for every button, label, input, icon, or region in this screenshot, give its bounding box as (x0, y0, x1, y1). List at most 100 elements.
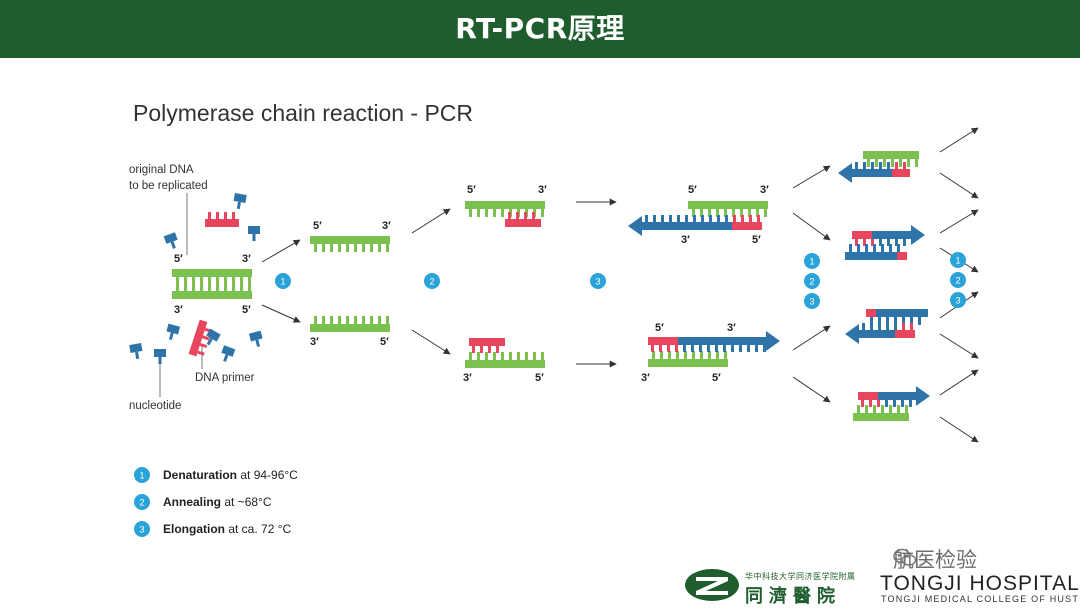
original-dna-bottom-strand-base (216, 283, 219, 291)
product3-copy-strand-backbone (866, 309, 928, 317)
legend-badge-3-circle (134, 521, 150, 537)
output-badge-3-circle (950, 292, 966, 308)
end-label-5-s1-top: 5′ (313, 220, 322, 232)
end-label-3-s3-bottom: 3′ (641, 372, 650, 384)
stage3-bottom-new-strand-base (731, 345, 734, 352)
stage3-bottom-template-base (676, 351, 679, 359)
stage3-bottom-new-strand-base (755, 345, 758, 352)
stage-badge-3-circle (590, 273, 606, 289)
product1-template-base (875, 159, 878, 167)
product4-template-base (857, 405, 860, 413)
nucleotide-1 (163, 232, 178, 249)
stage3-bottom-new-strand-base (651, 345, 654, 352)
product4-new-strand-base (885, 400, 888, 407)
free-primer-2-base (202, 335, 210, 341)
legend-item-1: Denaturation at 94-96°C (163, 468, 298, 482)
repeat-badge-1: 1 (804, 253, 820, 269)
product3-new-strand-base (910, 323, 913, 330)
stage1-top-strand-base (354, 244, 357, 252)
slide-title: RT-PCR原理 (455, 12, 625, 45)
stage2-top-primer-backbone (505, 219, 541, 227)
hospital-affiliation: 华中科技大学同济医学院附属 (745, 572, 856, 581)
product3-new-strand-arrowhead (845, 324, 859, 344)
product2-copy-strand-base (873, 244, 876, 252)
stage3-bottom-new-strand-base (715, 345, 718, 352)
product3-new-strand-base (894, 323, 897, 330)
stage3-top-template-base (724, 209, 727, 217)
product1-template-base (891, 159, 894, 167)
arrow-to-product-1 (792, 165, 831, 189)
stage3-bottom-new-strand-base (675, 345, 678, 352)
stage3-top-new-strand-base (701, 215, 704, 222)
original-dna-bottom-strand-base (248, 283, 251, 291)
stage3-top-new-strand-backbone (642, 222, 762, 230)
end-label-3-orig-top: 3′ (242, 253, 251, 265)
product1-new-strand-base (903, 162, 906, 169)
product4-template-base (873, 405, 876, 413)
stage2-bottom-template-base (485, 352, 488, 360)
stage1-top-strand-base (314, 244, 317, 252)
original-dna-top-strand-base (240, 277, 243, 285)
stage3-bottom-new-strand-base (747, 345, 750, 352)
product3-new-strand-primer-part (895, 330, 915, 338)
product1-new-strand-primer-part (892, 169, 910, 177)
stage-badge-2: 2 (424, 273, 440, 289)
original-dna-label-line2: to be replicated (129, 180, 208, 192)
stage3-top-new-strand-base (669, 215, 672, 222)
stage1-bottom-strand-base (346, 316, 349, 324)
legend-step-name: Annealing (163, 495, 221, 509)
product4-template (853, 405, 909, 421)
nucleotide-9-body (206, 328, 221, 342)
arrow-to-stage2-bottom (411, 329, 451, 355)
stage1-bottom-strand-backbone (310, 324, 390, 332)
stage2-top-primer-base (524, 212, 527, 219)
stage3-bottom-template-base (716, 351, 719, 359)
end-label-5-s3-top: 5′ (688, 184, 697, 196)
stage3-bottom-new-strand (648, 331, 780, 352)
stage2-bottom-primer-base (480, 346, 483, 353)
output-badge-2: 2 (950, 272, 966, 288)
stage-badge-1: 1 (275, 273, 291, 289)
stage3-top-new-strand-base (725, 215, 728, 222)
stage3-bottom-template-base (660, 351, 663, 359)
stage2-top-primer (505, 212, 541, 227)
nucleotide-6-stem (135, 351, 140, 360)
stage3-top-template-base (756, 209, 759, 217)
product2-copy-strand-base (897, 244, 900, 252)
end-label-3-s3-top: 3′ (760, 184, 769, 196)
product3-new-strand-base (886, 323, 889, 330)
original-dna-top-strand-base (248, 277, 251, 285)
nucleotide-9 (206, 328, 221, 346)
end-label-3-s2-top: 3′ (538, 184, 547, 196)
stage2-top-template-base (493, 209, 496, 217)
wechat-icon (893, 548, 917, 566)
original-dna-top-strand-backbone (172, 269, 252, 277)
stage2-bottom-template-backbone (465, 360, 545, 368)
free-primer-2-base (199, 343, 208, 349)
nucleotide-2 (233, 193, 247, 210)
stage3-bottom-new-strand-base (763, 345, 766, 352)
stage3-bottom-new-strand-primer-part (648, 337, 678, 345)
stage2-top-template-base (541, 209, 544, 217)
original-dna-bottom-strand-backbone (172, 291, 252, 299)
nucleotide-5 (154, 349, 166, 364)
original-dna-bottom-strand-base (208, 283, 211, 291)
product1-template-backbone (863, 151, 919, 159)
end-label-5-orig-bottom: 5′ (242, 304, 251, 316)
stage3-top-new-strand-base (677, 215, 680, 222)
stage3-bottom-template-base (668, 351, 671, 359)
stage3-bottom-new-strand-base (739, 345, 742, 352)
stage2-bottom-template-base (541, 352, 544, 360)
stage3-bottom-new-strand-base (691, 345, 694, 352)
stage-badge-1-number: 1 (280, 277, 285, 287)
stage2-top-template-base (477, 209, 480, 217)
legend-badge-2-number: 2 (139, 498, 144, 508)
original-dna-top-strand-base (208, 277, 211, 285)
repeat-badge-3-number: 3 (809, 297, 814, 307)
end-label-5-s2-top: 5′ (467, 184, 476, 196)
stage1-top-strand-base (362, 244, 365, 252)
product3-copy-strand-base (902, 317, 905, 325)
stage2-top-primer-base (532, 212, 535, 219)
product1-new-strand-base (863, 162, 866, 169)
pcr-diagram: Polymerase chain reaction - PCR original… (129, 100, 979, 537)
